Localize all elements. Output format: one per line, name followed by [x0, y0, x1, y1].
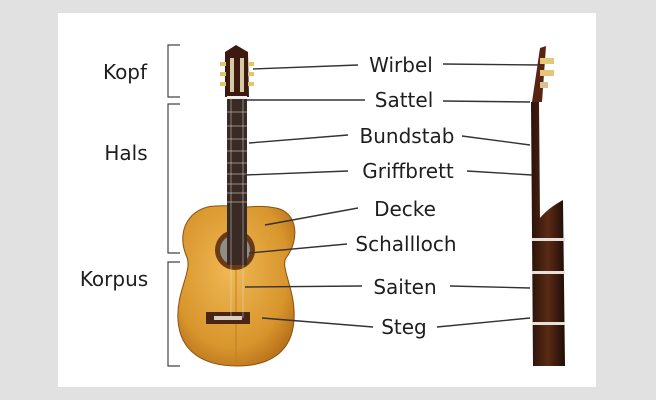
leader-griffbrett	[244, 170, 349, 176]
leader-saiten-side	[449, 285, 531, 289]
part-label-sattel: Sattel	[375, 88, 434, 112]
leader-bundstab-side	[461, 135, 531, 146]
diagram-panel	[58, 13, 596, 387]
leader-sattel-side	[442, 100, 531, 103]
leader-griffbrett-side	[466, 170, 533, 176]
part-label-steg: Steg	[381, 315, 427, 339]
guitar-front-image	[177, 45, 296, 367]
group-label-korpus: Korpus	[80, 267, 148, 291]
part-label-wirbel: Wirbel	[369, 53, 433, 77]
leader-decke	[264, 207, 359, 226]
leader-wirbel-side	[442, 63, 541, 66]
part-label-schallloch: Schallloch	[355, 232, 456, 256]
guitar-side-image	[531, 46, 565, 366]
bracket-korpus	[167, 261, 180, 367]
leader-wirbel	[252, 64, 359, 70]
group-label-hals: Hals	[104, 141, 147, 165]
leader-bundstab	[248, 134, 349, 144]
part-label-griffbrett: Griffbrett	[362, 159, 454, 183]
group-label-kopf: Kopf	[103, 60, 148, 84]
leader-steg-side	[436, 317, 531, 328]
bracket-kopf	[167, 44, 180, 98]
leader-saiten	[244, 285, 363, 288]
part-label-saiten: Saiten	[373, 275, 436, 299]
leader-steg	[261, 317, 374, 328]
bracket-hals	[167, 103, 180, 254]
leader-schallloch	[248, 243, 348, 254]
part-label-decke: Decke	[374, 197, 436, 221]
part-label-bundstab: Bundstab	[360, 124, 455, 148]
